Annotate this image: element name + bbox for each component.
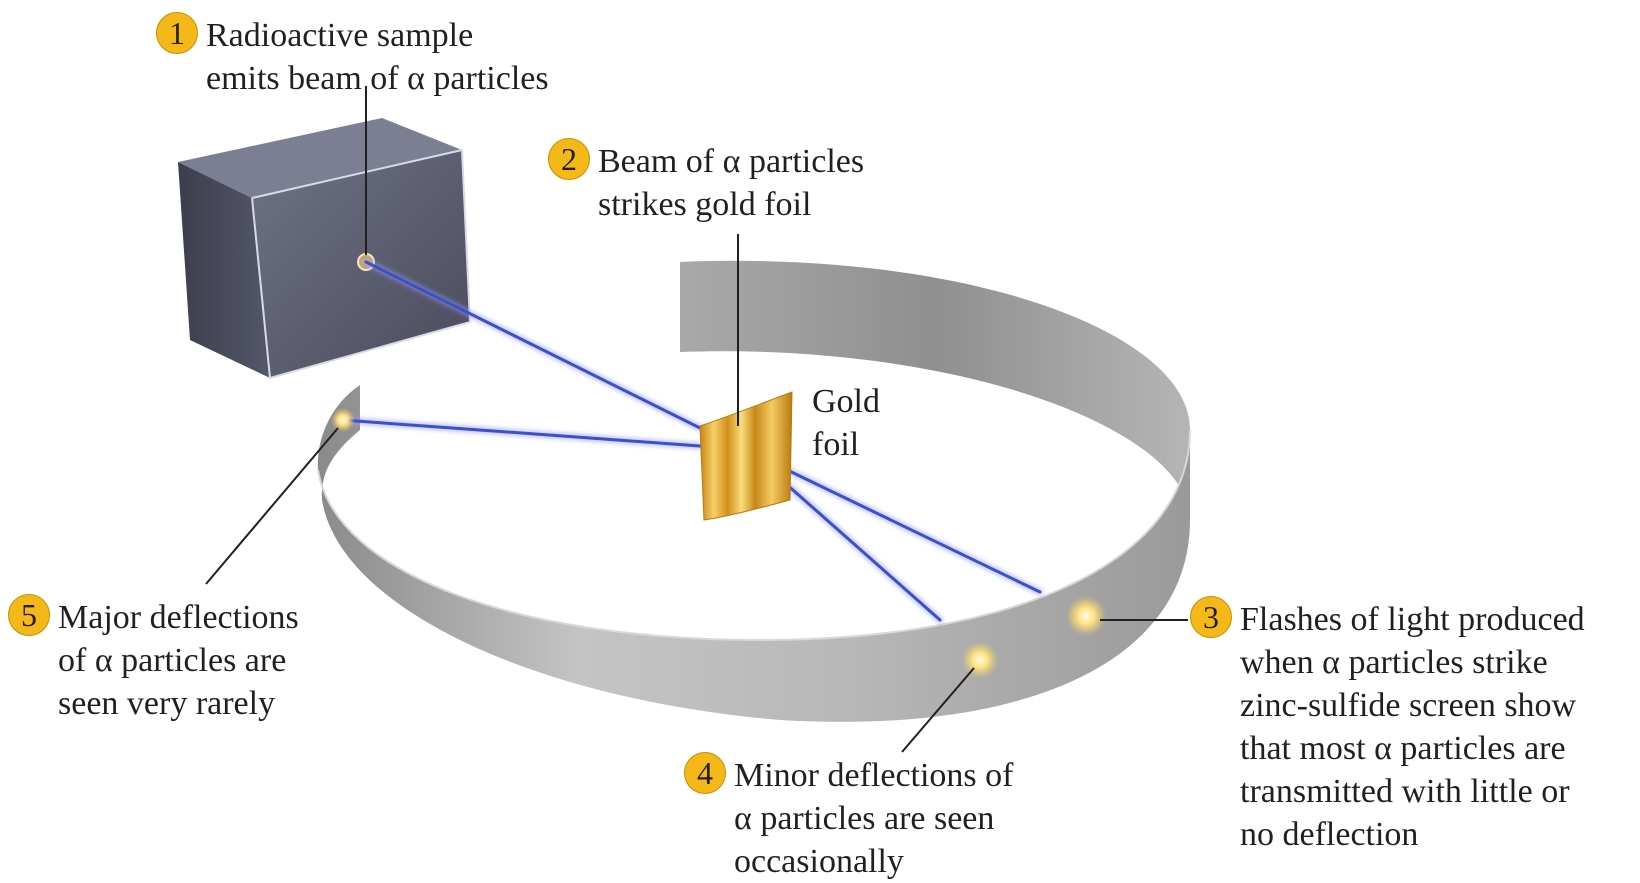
screen-top-edge	[317, 429, 1191, 642]
flash-major	[331, 408, 355, 432]
callout-3-text: Flashes of light produced when α particl…	[1240, 601, 1585, 853]
step-badge-1: 1	[156, 12, 198, 54]
callout-2-text: Beam of α particles strikes gold foil	[598, 143, 865, 223]
callout-4-text: Minor deflections of α particles are see…	[734, 757, 1014, 880]
step-badge-4: 4	[684, 752, 726, 794]
callout-1: 1 Radioactive sample emits beam of α par…	[156, 12, 549, 100]
flash-minor	[962, 642, 998, 678]
source-box-side	[178, 162, 270, 378]
step-badge-3: 3	[1190, 596, 1232, 638]
transmitted-beam	[748, 450, 1042, 594]
source-box-edge	[251, 148, 472, 380]
callout-5: 5 Major deflections of α particles are s…	[8, 594, 299, 725]
incident-beam	[364, 260, 702, 430]
callout-1-text: Radioactive sample emits beam of α parti…	[206, 17, 549, 97]
step-badge-5: 5	[8, 594, 50, 636]
major-deflection-beam	[340, 418, 702, 448]
leader-4	[901, 667, 975, 753]
leader-5	[205, 427, 339, 585]
callout-2: 2 Beam of α particles strikes gold foil	[548, 138, 865, 226]
leader-lines	[205, 86, 1188, 753]
screen-front	[317, 385, 1190, 722]
source-box-top	[178, 118, 462, 198]
callout-5-text: Major deflections of α particles are see…	[58, 599, 299, 722]
screen-back	[680, 260, 1190, 520]
step-badge-2: 2	[548, 138, 590, 180]
gold-foil-label: Gold foil	[812, 383, 880, 463]
callout-4: 4 Minor deflections of α particles are s…	[684, 752, 1014, 883]
gold-foil	[699, 391, 793, 521]
flash-transmitted	[1066, 596, 1106, 636]
callout-3: 3 Flashes of light produced when α parti…	[1190, 596, 1585, 856]
